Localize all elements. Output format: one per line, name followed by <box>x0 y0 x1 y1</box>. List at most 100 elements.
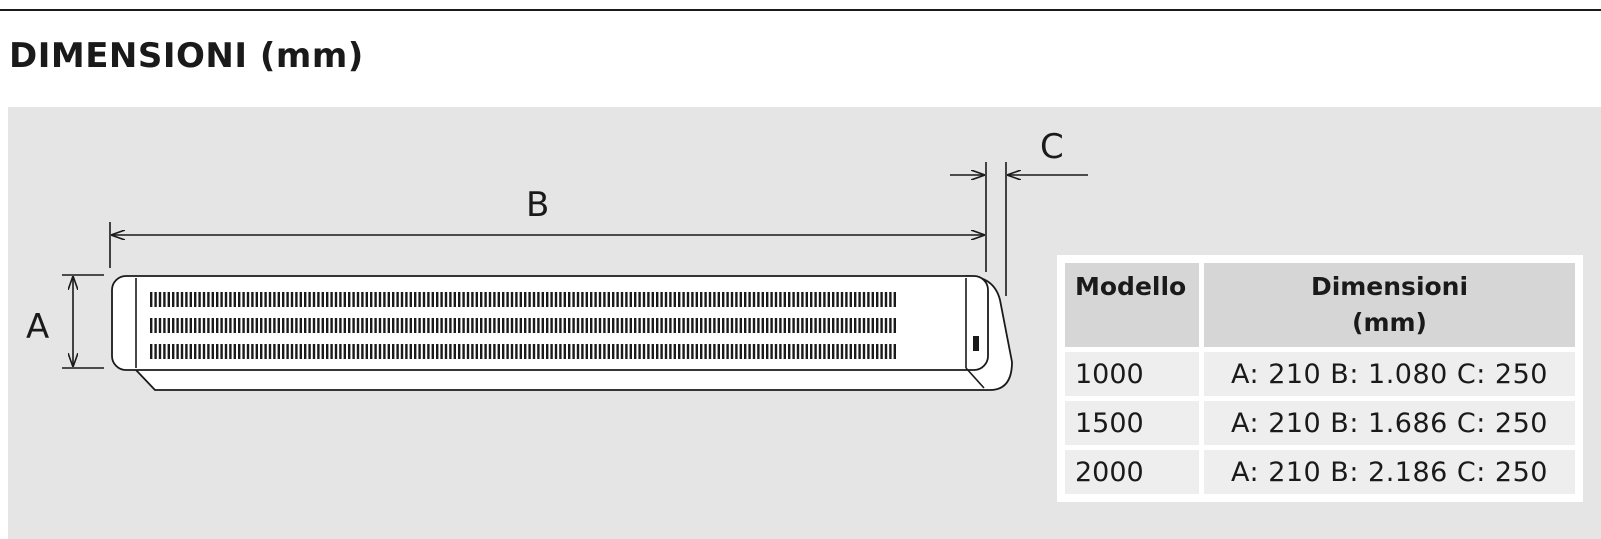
vent-slot <box>449 344 452 359</box>
vent-slot <box>524 292 527 307</box>
vent-slot <box>682 292 685 307</box>
vent-slot <box>238 344 241 359</box>
vent-slot <box>840 344 844 359</box>
vent-slot <box>893 318 896 333</box>
vent-slot <box>277 318 280 333</box>
vent-slot <box>251 292 254 307</box>
model-cell: 1000 <box>1065 352 1199 396</box>
vent-slot <box>691 292 694 307</box>
vent-slot <box>405 292 408 307</box>
vent-slot <box>418 318 421 333</box>
vent-slot <box>836 292 839 307</box>
vent-slot <box>664 344 668 359</box>
vent-slot <box>770 344 773 359</box>
vent-slot <box>704 318 707 333</box>
vent-grille <box>150 292 896 359</box>
vent-slot <box>242 344 245 359</box>
vent-slot <box>590 344 593 359</box>
vent-slot <box>660 292 663 307</box>
vent-slot <box>506 318 509 333</box>
vent-slot <box>370 318 373 333</box>
dimensions-table-container: Modello Dimensioni (mm) 1000 A: 210 B: 1… <box>1057 255 1583 502</box>
vent-slot <box>823 318 826 333</box>
vent-slot <box>229 318 232 333</box>
vent-slot <box>832 344 835 359</box>
vent-slot <box>493 292 496 307</box>
vent-slot <box>889 318 892 333</box>
vent-slot <box>374 318 377 333</box>
vent-slot <box>730 318 734 333</box>
vent-slot <box>330 292 333 307</box>
vent-slot <box>211 344 214 359</box>
vent-slot <box>862 344 866 359</box>
vent-slot <box>774 318 778 333</box>
vent-slot <box>537 344 540 359</box>
vent-slot <box>884 292 888 307</box>
vent-slot <box>660 344 663 359</box>
vent-slot <box>752 318 756 333</box>
vent-slot <box>458 318 461 333</box>
vent-slot <box>568 344 571 359</box>
vent-slot <box>471 344 474 359</box>
table-row: 2000 A: 210 B: 2.186 C: 250 <box>1065 450 1575 494</box>
vent-slot <box>312 344 316 359</box>
vent-slot <box>871 344 874 359</box>
vent-slot <box>378 344 382 359</box>
vent-slot <box>862 318 866 333</box>
vent-slot <box>752 344 756 359</box>
vent-slot <box>277 344 280 359</box>
vent-slot <box>224 318 228 333</box>
vent-slot <box>792 344 795 359</box>
vent-slot <box>453 292 456 307</box>
vent-slot <box>568 318 571 333</box>
vent-slot <box>581 292 584 307</box>
vent-slot <box>510 318 514 333</box>
vent-slot <box>876 318 879 333</box>
vent-slot <box>356 344 360 359</box>
vent-slot <box>321 292 324 307</box>
vent-slot <box>172 318 175 333</box>
vent-slot <box>198 292 201 307</box>
vent-slot <box>717 292 720 307</box>
vent-slot <box>202 292 206 307</box>
vent-slot <box>502 344 505 359</box>
vent-slot <box>488 318 492 333</box>
vent-row <box>150 292 896 307</box>
vent-slot <box>466 292 470 307</box>
vent-row <box>150 344 896 359</box>
vent-slot <box>519 344 522 359</box>
vent-slot <box>554 318 558 333</box>
vent-slot <box>576 292 580 307</box>
vent-slot <box>260 318 263 333</box>
vent-slot <box>612 344 615 359</box>
vent-slot <box>348 292 351 307</box>
vent-slot <box>427 318 430 333</box>
vent-slot <box>607 318 610 333</box>
vent-slot <box>810 318 813 333</box>
vent-slot <box>656 344 659 359</box>
vent-slot <box>642 344 646 359</box>
vent-slot <box>893 344 896 359</box>
table-row: 1500 A: 210 B: 1.686 C: 250 <box>1065 401 1575 445</box>
vent-slot <box>510 292 514 307</box>
vent-slot <box>352 292 355 307</box>
vent-slot <box>625 318 628 333</box>
vent-slot <box>317 318 320 333</box>
vent-slot <box>484 318 487 333</box>
vent-slot <box>282 292 285 307</box>
vent-slot <box>238 318 241 333</box>
dimensions-cell: A: 210 B: 2.186 C: 250 <box>1204 450 1575 494</box>
vent-slot <box>400 318 404 333</box>
vent-slot <box>361 292 364 307</box>
vent-slot <box>233 318 236 333</box>
vent-slot <box>757 292 760 307</box>
header-dimensions-line2: (mm) <box>1352 308 1427 337</box>
vent-slot <box>761 318 764 333</box>
vent-slot <box>726 344 729 359</box>
vent-slot <box>559 318 562 333</box>
vent-slot <box>554 292 558 307</box>
vent-slot <box>664 318 668 333</box>
vent-slot <box>295 344 298 359</box>
vent-slot <box>334 318 338 333</box>
vent-slot <box>422 344 426 359</box>
